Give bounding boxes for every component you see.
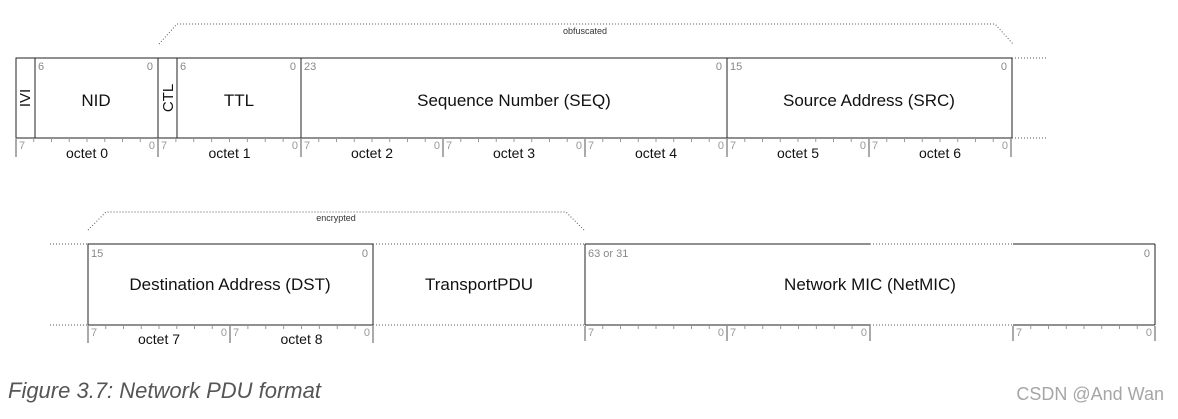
ivi-label: IVI [17, 89, 34, 107]
octet-label: octet 0 [66, 145, 108, 161]
octet-cell: 7 0 octet 1 [157, 139, 302, 161]
octet-bit-label: 7 [19, 140, 25, 152]
octet-cell: 7 0 octet 5 [726, 139, 870, 161]
src-label: Source Address (SRC) [783, 91, 955, 110]
octet-bit-label: 0 [292, 140, 298, 152]
field-bit-label: 15 [730, 61, 742, 73]
dst-label: Destination Address (DST) [129, 275, 330, 294]
field-bit-label: 0 [1001, 61, 1007, 73]
src-field [726, 57, 1013, 139]
octet-bit-label: 7 [730, 140, 736, 152]
octet-bit-label: 0 [1002, 140, 1008, 152]
octet-bit-label: 7 [872, 140, 878, 152]
octet-cell: 7 0 octet 4 [584, 139, 728, 161]
nid-label: NID [81, 91, 110, 110]
dst-field [87, 243, 374, 326]
ctl-label: CTL [160, 84, 177, 112]
octet-bit-label: 7 [588, 140, 594, 152]
octet-label: octet 5 [777, 145, 819, 161]
field-bit-label: 15 [91, 248, 103, 260]
octet-label: octet 8 [280, 331, 322, 347]
octet-bit-label: 0 [149, 140, 155, 152]
octet-label: octet 7 [138, 331, 180, 347]
ttl-label: TTL [224, 91, 254, 110]
seq-label: Sequence Number (SEQ) [417, 91, 611, 110]
figure-caption: Figure 3.7: Network PDU format [8, 378, 321, 403]
octet-cell: 7 0 octet 2 [300, 139, 444, 161]
octet-bit-label: 0 [860, 140, 866, 152]
octet-cell: 7 0 octet 6 [868, 139, 1012, 161]
encrypted-brace [87, 211, 585, 231]
field-bit-label: 0 [147, 61, 153, 73]
octet-bit-label: 0 [364, 327, 370, 339]
octet-bit-label: 7 [91, 327, 97, 339]
field-bit-label: 6 [38, 61, 44, 73]
field-bit-label: 63 or 31 [588, 248, 628, 260]
octet-bit-label: 7 [1016, 327, 1022, 339]
octet-bit-label: 7 [161, 140, 167, 152]
octet-bit-label: 0 [1146, 327, 1152, 339]
octet-bit-label: 7 [730, 327, 736, 339]
octet-cell: 7 0 octet 7 [87, 326, 231, 347]
field-bit-label: 6 [180, 61, 186, 73]
obfuscated-label: obfuscated [563, 26, 607, 36]
octet-bit-label: 0 [861, 327, 867, 339]
octet-bit-label: 0 [221, 327, 227, 339]
octet-bit-label: 7 [304, 140, 310, 152]
watermark: CSDN @And Wan [1016, 384, 1164, 404]
octet-bit-label: 7 [588, 327, 594, 339]
transport-pdu-label: TransportPDU [425, 275, 533, 294]
octet-bit-label: 7 [233, 327, 239, 339]
field-bit-label: 0 [716, 61, 722, 73]
octet-cell: 7 0 octet 3 [442, 139, 586, 161]
field-bit-label: 0 [362, 248, 368, 260]
netmic-label: Network MIC (NetMIC) [784, 275, 956, 294]
octet-bit-label: 7 [446, 140, 452, 152]
octet-label: octet 6 [919, 145, 961, 161]
octet-label: octet 4 [635, 145, 677, 161]
obfuscated-brace [158, 23, 1014, 45]
octet-cell: 7 0 octet 8 [229, 326, 374, 347]
field-bit-label: 0 [1144, 248, 1150, 260]
octet-bit-label: 0 [434, 140, 440, 152]
octet-label: octet 1 [208, 145, 250, 161]
octet-label: octet 2 [351, 145, 393, 161]
encrypted-label: encrypted [316, 213, 356, 223]
field-bit-label: 0 [290, 61, 296, 73]
octet-label: octet 3 [493, 145, 535, 161]
octet-cell: 7 0 octet 0 [15, 139, 159, 161]
octet-bit-label: 0 [718, 327, 724, 339]
octet-bit-label: 0 [576, 140, 582, 152]
octet-bit-label: 0 [718, 140, 724, 152]
field-bit-label: 23 [304, 61, 316, 73]
